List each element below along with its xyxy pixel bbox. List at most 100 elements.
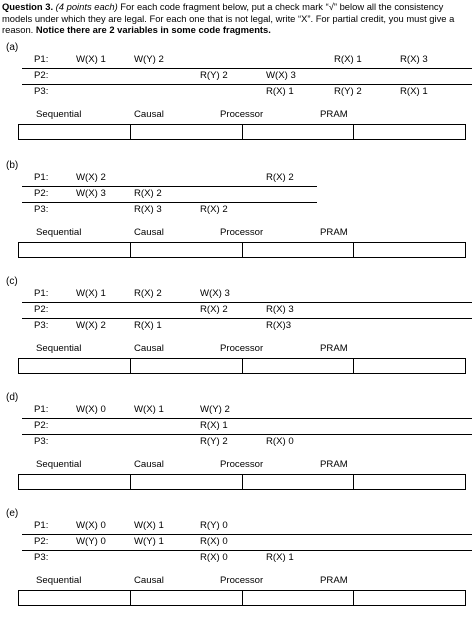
question-header: Question 3. (4 points each) For each cod…: [2, 1, 470, 36]
answer-box[interactable]: [19, 243, 130, 257]
model-header: Processor: [220, 575, 264, 586]
process-label: P3:: [34, 204, 49, 215]
section-label: (b): [6, 160, 19, 171]
process-label: P3:: [34, 86, 49, 97]
process-label: P1:: [34, 54, 49, 65]
operation: R(X) 2: [134, 288, 162, 299]
process-label: P3:: [34, 320, 49, 331]
answer-boxes: [18, 474, 466, 490]
operation: W(X) 3: [200, 288, 230, 299]
operation: R(X) 3: [266, 304, 294, 315]
operation: W(X) 1: [134, 520, 164, 531]
answer-box[interactable]: [19, 125, 130, 139]
process-label: P1:: [34, 520, 49, 531]
answer-box[interactable]: [19, 591, 130, 605]
answer-box[interactable]: [241, 475, 354, 489]
model-header: Sequential: [36, 227, 82, 238]
operation: R(X) 2: [200, 204, 228, 215]
model-header: Causal: [134, 227, 164, 238]
operation: R(X) 0: [200, 536, 228, 547]
model-header: Processor: [220, 459, 264, 470]
answer-box[interactable]: [241, 243, 354, 257]
operation: R(X) 1: [334, 54, 362, 65]
process-row: P1: W(X) 1 R(X) 2 W(X) 3: [22, 287, 472, 303]
points-note: (4 points each): [55, 1, 118, 12]
section-label: (d): [6, 392, 19, 403]
process-label: P1:: [34, 288, 49, 299]
answer-box[interactable]: [129, 591, 242, 605]
operation: W(X) 1: [134, 404, 164, 415]
process-label: P1:: [34, 404, 49, 415]
operation: W(X) 3: [266, 70, 296, 81]
answer-box[interactable]: [241, 591, 354, 605]
process-label: P2:: [34, 304, 49, 315]
model-header: Causal: [134, 343, 164, 354]
answer-box[interactable]: [129, 359, 242, 373]
answer-box[interactable]: [353, 243, 465, 257]
answer-box[interactable]: [129, 475, 242, 489]
answer-box[interactable]: [353, 475, 465, 489]
model-header: PRAM: [320, 459, 348, 470]
operation: W(Y) 2: [134, 54, 164, 65]
operation: W(X) 0: [76, 404, 106, 415]
answer-box[interactable]: [19, 475, 130, 489]
answer-boxes: [18, 590, 466, 606]
operation: R(Y) 0: [200, 520, 228, 531]
model-header: Sequential: [36, 459, 82, 470]
operation: R(X) 1: [200, 420, 228, 431]
model-header: Processor: [220, 227, 264, 238]
process-label: P2:: [34, 420, 49, 431]
operation: W(X) 3: [76, 188, 106, 199]
operation: W(X) 1: [76, 288, 106, 299]
operation: R(X) 2: [266, 172, 294, 183]
answer-box[interactable]: [353, 125, 465, 139]
process-row: P3: R(X) 3 R(X) 2: [22, 203, 472, 218]
answer-boxes: [18, 124, 466, 140]
answer-box[interactable]: [353, 359, 465, 373]
operation: R(X)3: [266, 320, 292, 331]
operation: R(X) 2: [200, 304, 228, 315]
section-label: (c): [6, 276, 18, 287]
answer-box[interactable]: [241, 125, 354, 139]
process-label: P3:: [34, 436, 49, 447]
model-header: Sequential: [36, 109, 82, 120]
process-label: P1:: [34, 172, 49, 183]
operation: W(X) 0: [76, 520, 106, 531]
answer-boxes: [18, 358, 466, 374]
operation: W(Y) 0: [76, 536, 106, 547]
answer-box[interactable]: [241, 359, 354, 373]
answer-box[interactable]: [129, 125, 242, 139]
operation: W(X) 2: [76, 172, 106, 183]
process-row: P1: W(X) 2 R(X) 2: [22, 171, 317, 187]
section-label: (a): [6, 42, 19, 53]
operation: R(X) 1: [266, 552, 294, 563]
operation: R(Y) 2: [200, 70, 228, 81]
process-label: P3:: [34, 552, 49, 563]
process-row: P1: W(X) 0 W(X) 1 W(Y) 2: [22, 403, 472, 419]
answer-box[interactable]: [353, 591, 465, 605]
operation: W(Y) 2: [200, 404, 230, 415]
answer-box[interactable]: [129, 243, 242, 257]
answer-boxes: [18, 242, 466, 258]
operation: R(X) 2: [134, 188, 162, 199]
model-header: PRAM: [320, 575, 348, 586]
model-header: Causal: [134, 459, 164, 470]
answer-box[interactable]: [19, 359, 130, 373]
model-header: PRAM: [320, 109, 348, 120]
model-header: Processor: [220, 343, 264, 354]
operation: R(X) 1: [134, 320, 162, 331]
operation: R(X) 0: [200, 552, 228, 563]
operation: R(X) 3: [134, 204, 162, 215]
